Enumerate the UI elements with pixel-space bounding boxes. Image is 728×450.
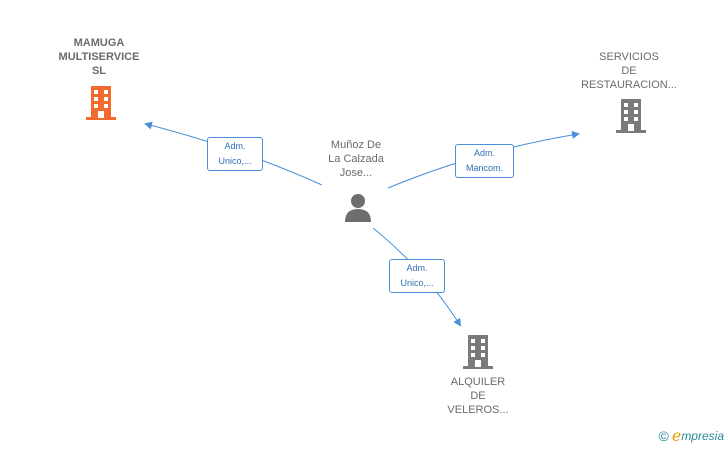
edge-label-line: Mancom.: [465, 163, 503, 173]
mamuga-label-line: SL: [91, 65, 107, 77]
edge-label-line: Adm.: [406, 263, 428, 273]
servicios-label-line: SERVICIOS: [599, 51, 659, 63]
edge-label-servicios[interactable]: Adm. Mancom.: [455, 144, 514, 178]
alquiler-label-line: DE: [470, 390, 486, 402]
edge-label-line: Adm.: [473, 148, 495, 158]
center-label-line: La Calzada: [328, 153, 384, 165]
building-icon[interactable]: [463, 335, 493, 369]
center-label-line: Jose...: [339, 167, 373, 179]
edge-label-mamuga[interactable]: Adm. Unico,...: [207, 137, 263, 171]
alquiler-label[interactable]: ALQUILER DE VELEROS...: [428, 375, 528, 417]
mamuga-label[interactable]: MAMUGA MULTISERVICE SL: [48, 36, 150, 78]
person-icon[interactable]: [343, 192, 373, 222]
center-label-line: Muñoz De: [330, 139, 382, 151]
brand-name: mpresia: [681, 428, 724, 443]
building-icon[interactable]: [86, 86, 116, 120]
servicios-label[interactable]: SERVICIOS DE RESTAURACION...: [572, 50, 686, 92]
servicios-label-line: RESTAURACION...: [581, 79, 677, 91]
mamuga-label-line: MULTISERVICE: [58, 51, 140, 63]
edge-label-alquiler[interactable]: Adm. Unico,...: [389, 259, 445, 293]
edge-label-line: Unico,...: [218, 156, 252, 166]
servicios-label-line: DE: [621, 65, 637, 77]
building-icon[interactable]: [616, 99, 646, 133]
edge-label-line: Adm.: [224, 141, 246, 151]
mamuga-label-line: MAMUGA: [73, 37, 125, 49]
brand-e: e: [671, 426, 682, 445]
edge-label-line: Unico,...: [400, 278, 434, 288]
alquiler-label-line: ALQUILER: [450, 376, 506, 388]
empresia-logo[interactable]: © e mpresia: [659, 426, 724, 445]
center-person-label[interactable]: Muñoz De La Calzada Jose...: [306, 138, 406, 180]
alquiler-label-line: VELEROS...: [447, 404, 509, 416]
copyright-icon: ©: [658, 427, 669, 444]
